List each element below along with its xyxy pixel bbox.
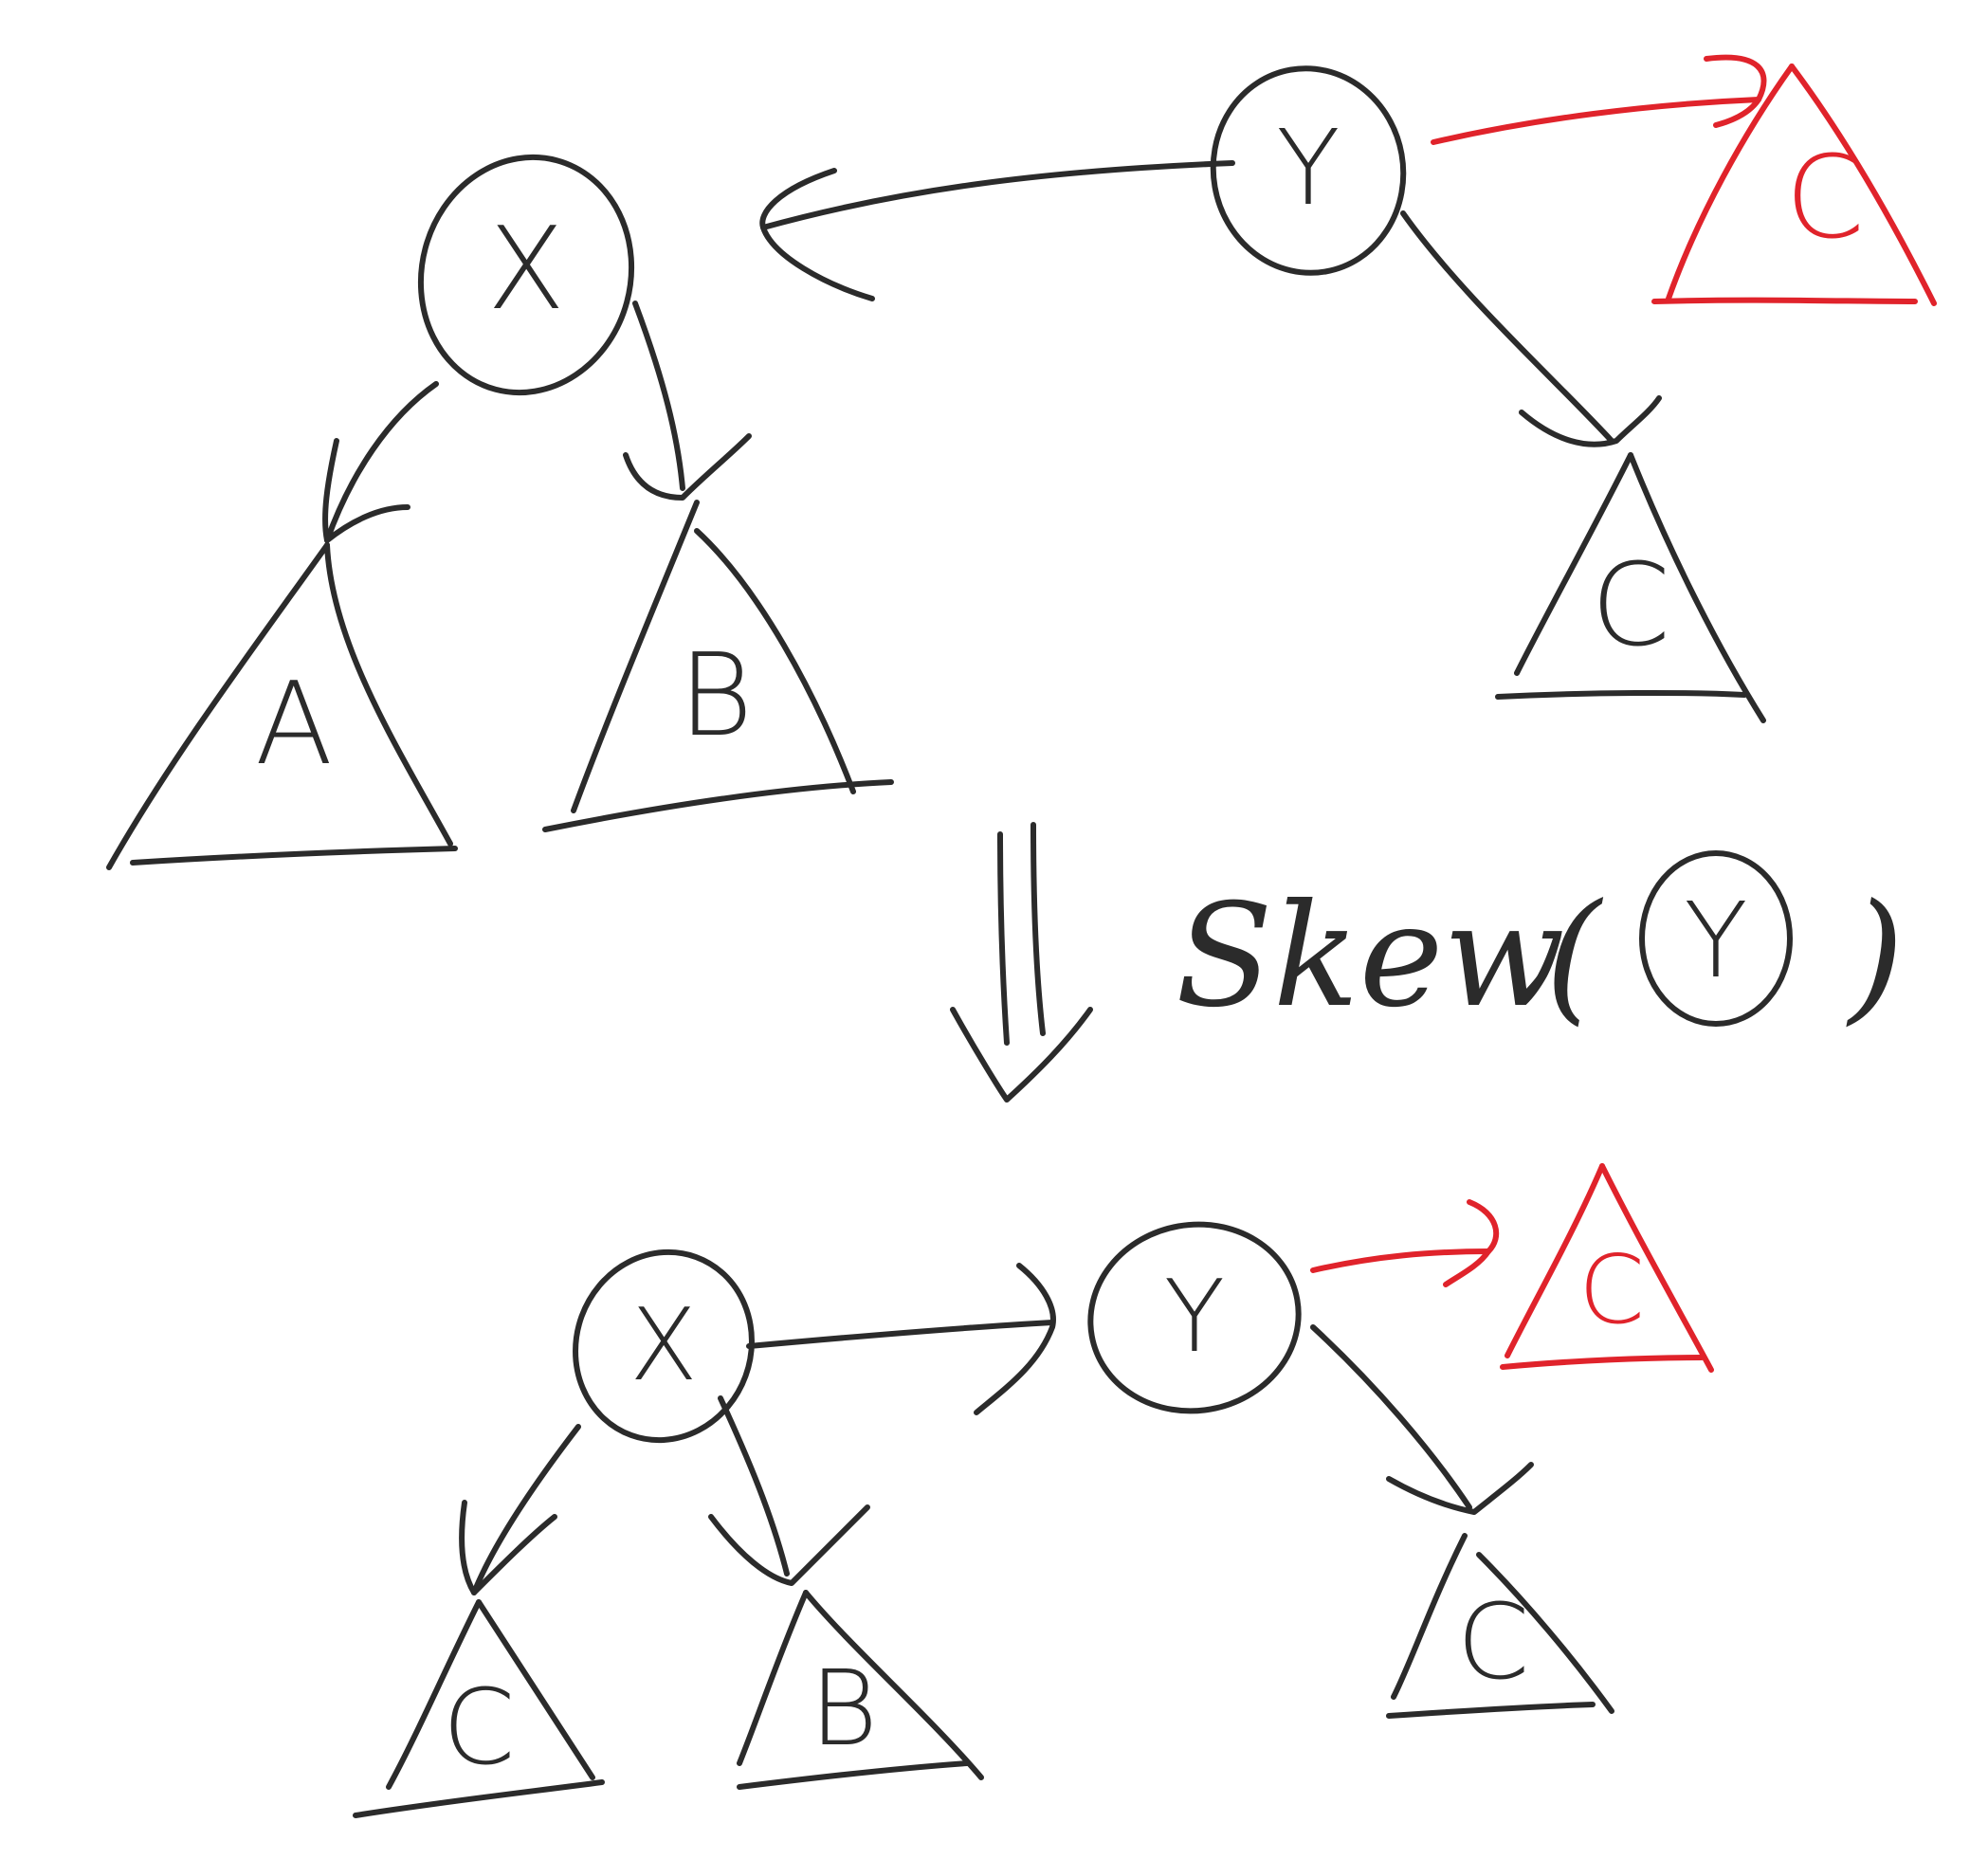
after-subtree-left-c: C: [353, 1599, 605, 1818]
before-red-subtree-c: C: [1651, 64, 1937, 306]
after-red-subtree-c-label: C: [1578, 1234, 1645, 1345]
before-node-y-label: Y: [1276, 107, 1340, 228]
after-node-x-label: X: [629, 1287, 698, 1403]
operation-label: Skew ( Y ): [1176, 850, 1905, 1039]
before-arrow-y-to-x: [759, 160, 1235, 301]
before-subtree-c: C: [1495, 452, 1766, 723]
after-subtree-c: C: [1386, 1533, 1614, 1719]
before-node-y: Y: [1210, 65, 1407, 276]
before-arrow-y-to-c: [1400, 210, 1662, 447]
after-subtree-c-label: C: [1457, 1581, 1530, 1703]
operation-close-paren: ): [1846, 874, 1905, 1039]
before-red-subtree-c-label: C: [1785, 133, 1865, 264]
after-subtree-b: B: [737, 1590, 984, 1790]
before-subtree-a-label: A: [255, 659, 333, 791]
after-arrow-x-to-c: [459, 1424, 581, 1595]
before-subtree-b: B: [542, 500, 894, 832]
operation-argument: Y: [1684, 880, 1747, 1001]
after-subtree-left-c-label: C: [443, 1667, 516, 1788]
after-arrow-y-to-c: [1310, 1324, 1534, 1515]
after-arrow-x-to-b: [708, 1395, 870, 1586]
after-subtree-b-label: B: [810, 1648, 878, 1769]
before-arrow-x-to-a: [322, 381, 439, 543]
operation-open-paren: (: [1545, 874, 1604, 1039]
operation-name: Skew: [1176, 874, 1565, 1039]
after-red-subtree-c: C: [1500, 1163, 1714, 1373]
after-arrow-y-to-red-c: [1310, 1199, 1500, 1287]
before-arrow-x-to-b: [623, 301, 752, 501]
before-subtree-a: A: [106, 542, 458, 870]
before-node-x: X: [417, 154, 635, 396]
after-node-y-label: Y: [1164, 1259, 1225, 1375]
before-node-x-label: X: [487, 204, 565, 336]
before-arrow-y-to-red-c: [1431, 54, 1767, 145]
transform-arrow: [950, 822, 1093, 1103]
after-arrow-x-to-y: [746, 1263, 1056, 1415]
before-subtree-b-label: B: [679, 630, 754, 762]
after-node-x: X: [573, 1248, 755, 1444]
before-subtree-c-label: C: [1591, 540, 1670, 672]
after-node-y: Y: [1087, 1221, 1302, 1414]
